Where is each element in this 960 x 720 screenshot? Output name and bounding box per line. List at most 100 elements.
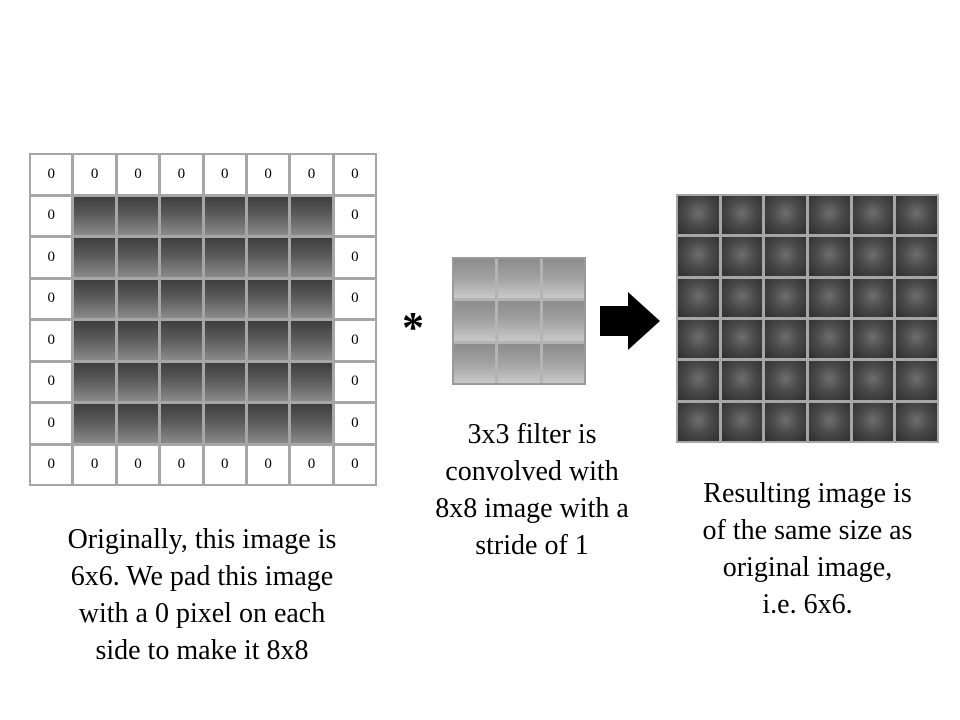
image-pixel-cell xyxy=(117,196,159,235)
image-pixel-cell xyxy=(204,404,245,443)
image-pixel-cell xyxy=(161,404,202,443)
caption-line: convolved with xyxy=(445,456,619,487)
image-pixel-cell xyxy=(161,238,202,277)
caption-line: stride of 1 xyxy=(475,530,589,561)
result-pixel-cell xyxy=(896,361,937,400)
image-pixel-cell xyxy=(247,196,289,235)
pad-cell: 0 xyxy=(31,404,72,443)
pad-cell: 0 xyxy=(31,445,72,484)
caption-line: side to make it 8x8 xyxy=(95,635,309,666)
caption-line: with a 0 pixel on each xyxy=(78,598,326,629)
result-pixel-cell xyxy=(765,319,806,359)
pad-cell: 0 xyxy=(31,279,72,318)
pad-cell: 0 xyxy=(291,445,332,484)
result-pixel-cell xyxy=(721,237,763,276)
caption-line: Originally, this image is xyxy=(67,524,337,555)
pad-cell: 0 xyxy=(31,238,72,277)
result-pixel-cell xyxy=(809,278,850,317)
result-pixel-cell xyxy=(678,196,719,235)
convolution-symbol: * xyxy=(402,303,424,352)
pad-cell: 0 xyxy=(334,238,375,277)
result-pixel-cell xyxy=(721,319,763,359)
pad-cell: 0 xyxy=(31,362,72,401)
image-pixel-cell xyxy=(247,404,289,443)
image-pixel-cell xyxy=(117,321,159,360)
image-pixel-cell xyxy=(204,196,245,235)
result-pixel-cell xyxy=(852,361,894,400)
result-pixel-cell xyxy=(852,402,894,441)
caption-line: 6x6. We pad this image xyxy=(70,561,334,592)
image-pixel-cell xyxy=(291,238,332,277)
result-pixel-cell xyxy=(896,402,937,441)
filter-cell xyxy=(542,343,584,383)
filter-cell xyxy=(454,343,496,383)
pad-cell: 0 xyxy=(117,155,159,194)
pad-cell: 0 xyxy=(161,445,202,484)
image-pixel-cell xyxy=(291,196,332,235)
image-pixel-cell xyxy=(204,321,245,360)
result-pixel-cell xyxy=(721,196,763,235)
caption-line: i.e. 6x6. xyxy=(762,589,853,620)
pad-cell: 0 xyxy=(334,362,375,401)
result-pixel-cell xyxy=(721,402,763,441)
image-pixel-cell xyxy=(117,404,159,443)
right-arrow-icon xyxy=(600,292,660,350)
result-pixel-cell xyxy=(721,278,763,317)
image-pixel-cell xyxy=(247,321,289,360)
filter-cell xyxy=(454,301,496,341)
caption-line: 8x8 image with a xyxy=(435,493,629,524)
filter-grid xyxy=(452,257,586,385)
pad-cell: 0 xyxy=(334,196,375,235)
caption-padding: Originally, this image is 6x6. We pad th… xyxy=(32,521,372,669)
image-pixel-cell xyxy=(247,279,289,318)
pad-cell: 0 xyxy=(117,445,159,484)
pad-cell: 0 xyxy=(204,445,245,484)
image-pixel-cell xyxy=(291,321,332,360)
image-pixel-cell xyxy=(161,196,202,235)
result-pixel-cell xyxy=(765,237,806,276)
image-pixel-cell xyxy=(117,238,159,277)
image-pixel-cell xyxy=(117,362,159,401)
pad-cell: 0 xyxy=(247,445,289,484)
result-pixel-cell xyxy=(852,319,894,359)
image-pixel-cell xyxy=(291,279,332,318)
result-pixel-cell xyxy=(896,196,937,235)
result-pixel-cell xyxy=(678,319,719,359)
image-pixel-cell xyxy=(117,279,159,318)
pad-cell: 0 xyxy=(334,321,375,360)
filter-cell xyxy=(542,301,584,341)
filter-cell xyxy=(498,343,540,383)
pad-cell: 0 xyxy=(204,155,245,194)
caption-line: original image, xyxy=(722,552,893,583)
image-pixel-cell xyxy=(204,362,245,401)
image-pixel-cell xyxy=(204,279,245,318)
image-pixel-cell xyxy=(291,404,332,443)
pad-cell: 0 xyxy=(161,155,202,194)
pad-cell: 0 xyxy=(31,321,72,360)
caption-line: of the same size as xyxy=(702,515,913,546)
result-pixel-cell xyxy=(765,402,806,441)
pad-cell: 0 xyxy=(334,279,375,318)
filter-cell xyxy=(498,259,540,299)
pad-cell: 0 xyxy=(31,155,72,194)
caption-line: 3x3 filter is xyxy=(467,419,597,450)
result-pixel-cell xyxy=(896,278,937,317)
image-pixel-cell xyxy=(161,362,202,401)
image-pixel-cell xyxy=(161,321,202,360)
image-pixel-cell xyxy=(74,238,115,277)
caption-line: Resulting image is xyxy=(703,478,912,509)
image-pixel-cell xyxy=(74,404,115,443)
pad-cell: 0 xyxy=(334,445,375,484)
result-pixel-cell xyxy=(809,237,850,276)
result-pixel-cell xyxy=(852,196,894,235)
filter-cell xyxy=(454,259,496,299)
caption-filter: 3x3 filter is convolved with 8x8 image w… xyxy=(410,416,654,564)
result-pixel-cell xyxy=(852,278,894,317)
result-pixel-cell xyxy=(721,361,763,400)
result-pixel-cell xyxy=(809,402,850,441)
result-pixel-cell xyxy=(852,237,894,276)
result-pixel-cell xyxy=(765,278,806,317)
result-pixel-cell xyxy=(678,361,719,400)
filter-cell xyxy=(542,259,584,299)
result-pixel-cell xyxy=(765,361,806,400)
